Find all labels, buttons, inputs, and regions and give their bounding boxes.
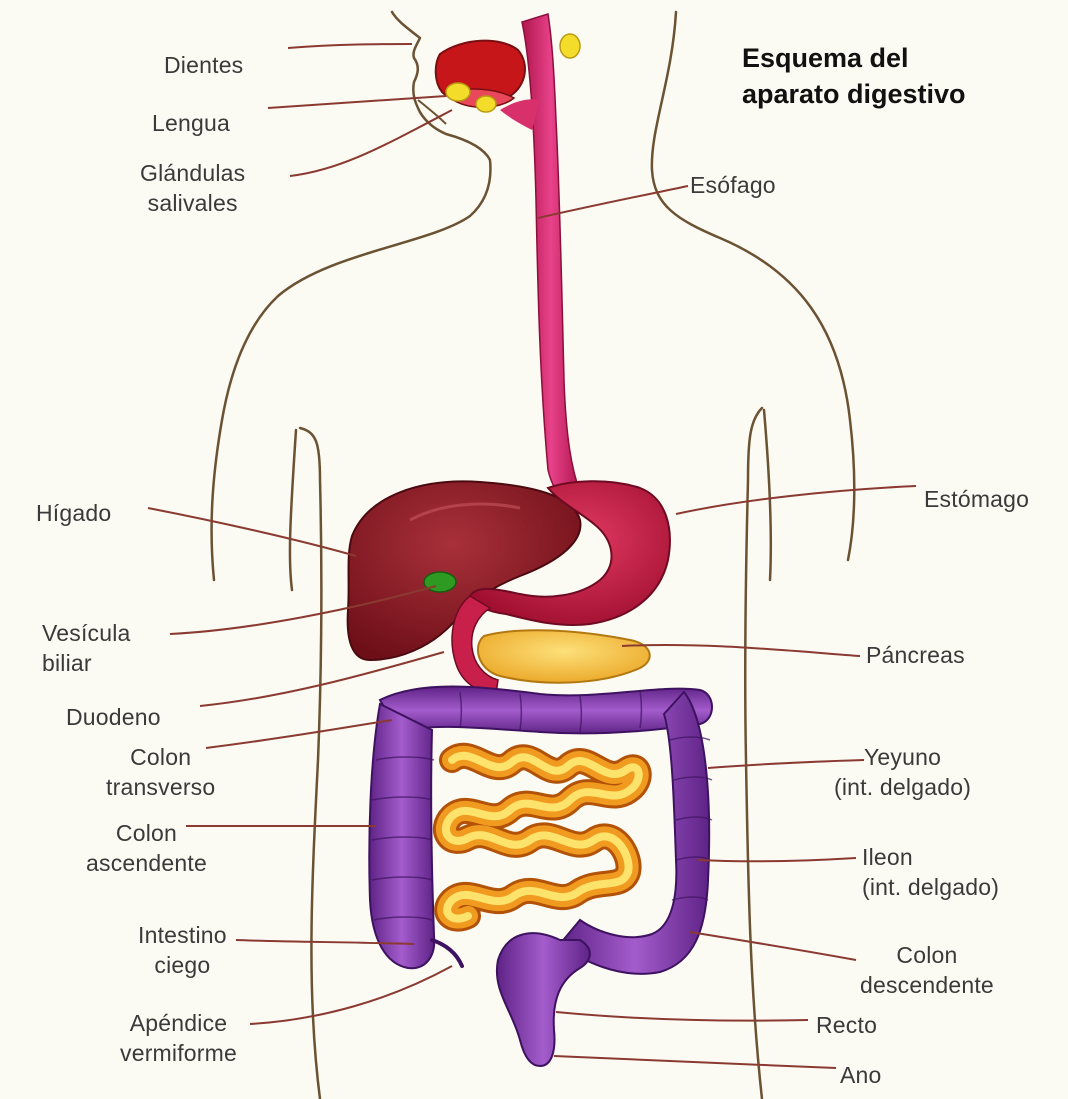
label-apendice-line-1: Apéndice: [120, 1008, 237, 1038]
large-intestine: [369, 687, 712, 1067]
salivary-gland-2: [476, 96, 496, 112]
label-ileon-line-2: (int. delgado): [862, 872, 999, 902]
small-intestine: [446, 756, 639, 919]
label-colon-transverso-line-1: Colon: [106, 742, 215, 772]
leader-colon-descendente: [690, 932, 856, 960]
salivary-gland-1: [446, 83, 470, 101]
label-colon-descendente: Colon descendente: [860, 940, 994, 1000]
label-yeyuno: Yeyuno (int. delgado): [834, 742, 971, 802]
leader-ano: [554, 1056, 836, 1068]
colon-transverse: [380, 687, 712, 735]
label-ileon: Ileon (int. delgado): [862, 842, 999, 902]
label-colon-ascendente-line-1: Colon: [86, 818, 207, 848]
label-glandulas-salivales: Glándulas salivales: [140, 158, 245, 218]
label-higado: Hígado: [36, 498, 111, 528]
sigmoid-rectum: [497, 933, 590, 1066]
label-ciego-line-2: ciego: [138, 950, 227, 980]
leader-pancreas: [622, 645, 860, 656]
arm-left-inner: [290, 430, 296, 590]
label-colon-descendente-line-2: descendente: [860, 970, 994, 1000]
leader-esofago: [538, 186, 688, 218]
leader-estomago: [676, 486, 916, 514]
label-recto: Recto: [816, 1010, 877, 1040]
leader-recto: [556, 1012, 808, 1021]
label-duodeno: Duodeno: [66, 702, 161, 732]
torso-right: [745, 408, 762, 1099]
label-vesicula-line-1: Vesícula: [42, 618, 131, 648]
label-yeyuno-line-1: Yeyuno: [834, 742, 971, 772]
leader-glandulas: [290, 110, 452, 176]
label-ciego-line-1: Intestino: [138, 920, 227, 950]
title-line-2: aparato digestivo: [742, 76, 966, 112]
salivary-gland-3: [560, 34, 580, 58]
label-yeyuno-line-2: (int. delgado): [834, 772, 971, 802]
leader-higado: [148, 508, 356, 556]
leader-apendice: [250, 966, 452, 1024]
title-line-1: Esquema del: [742, 40, 966, 76]
label-glandulas-line-1: Glándulas: [140, 158, 245, 188]
label-glandulas-line-2: salivales: [140, 188, 245, 218]
colon-ascendente: [369, 704, 434, 968]
label-colon-descendente-line-1: Colon: [860, 940, 994, 970]
label-lengua: Lengua: [152, 108, 230, 138]
pancreas: [478, 630, 650, 683]
leader-colon-transverso: [206, 720, 392, 748]
label-pancreas: Páncreas: [866, 640, 965, 670]
leader-dientes: [288, 44, 412, 48]
leader-ileon: [698, 858, 856, 861]
appendix: [432, 940, 462, 966]
label-esofago: Esófago: [690, 170, 776, 200]
label-ileon-line-1: Ileon: [862, 842, 999, 872]
label-vesicula-biliar: Vesícula biliar: [42, 618, 131, 678]
label-colon-ascendente: Colon ascendente: [86, 818, 207, 878]
label-estomago: Estómago: [924, 484, 1029, 514]
label-colon-transverso-line-2: transverso: [106, 772, 215, 802]
label-dientes: Dientes: [164, 50, 243, 80]
label-apendice-vermiforme: Apéndice vermiforme: [120, 1008, 237, 1068]
label-vesicula-line-2: biliar: [42, 648, 131, 678]
label-colon-ascendente-line-2: ascendente: [86, 848, 207, 878]
label-intestino-ciego: Intestino ciego: [138, 920, 227, 980]
label-apendice-line-2: vermiforme: [120, 1038, 237, 1068]
label-ano: Ano: [840, 1060, 882, 1090]
esophagus: [522, 14, 580, 496]
diagram-title: Esquema del aparato digestivo: [742, 40, 966, 112]
torso-left: [300, 428, 321, 1099]
arm-right-inner: [764, 410, 771, 580]
label-colon-transverso: Colon transverso: [106, 742, 215, 802]
